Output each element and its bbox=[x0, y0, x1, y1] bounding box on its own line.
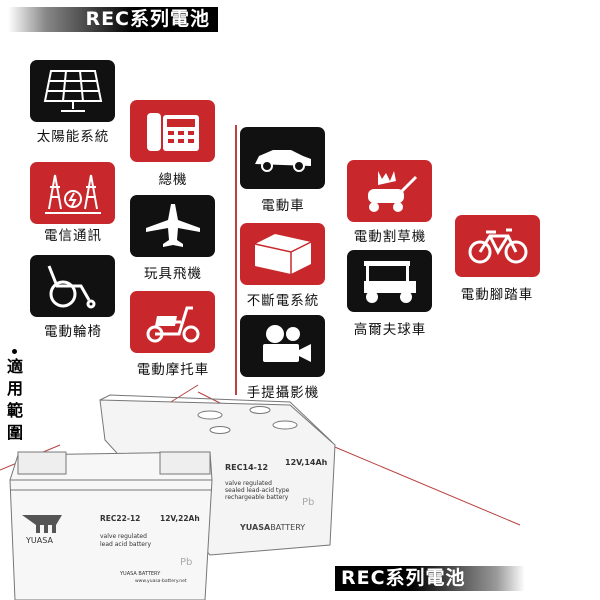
back-model: REC14-12 bbox=[225, 463, 268, 472]
front-footer: YUASA BATTERY bbox=[119, 571, 161, 577]
label-toy-plane: 玩具飛機 bbox=[144, 266, 202, 282]
ups-icon bbox=[240, 223, 325, 285]
lawn-mower-icon bbox=[347, 160, 432, 222]
front-rating: 12V,22Ah bbox=[160, 514, 200, 523]
video-camera-icon bbox=[240, 315, 325, 377]
wheelchair-icon bbox=[30, 255, 115, 317]
airplane-icon bbox=[130, 195, 215, 257]
car-icon bbox=[240, 127, 325, 189]
back-desc1: valve regulated bbox=[225, 480, 272, 487]
front-pb: Pb bbox=[180, 557, 192, 568]
label-solar: 太陽能系統 bbox=[36, 129, 110, 145]
front-brand: YUASA bbox=[25, 536, 53, 545]
label-electric-car: 電動車 bbox=[261, 198, 305, 214]
top-banner: REC系列電池 bbox=[8, 7, 218, 32]
back-footer-bold: YUASA bbox=[239, 523, 271, 532]
bullet-dot bbox=[12, 349, 17, 354]
label-golf-cart: 高爾夫球車 bbox=[353, 322, 427, 338]
telecom-tower-icon bbox=[30, 162, 115, 224]
side-char: 適 bbox=[6, 357, 23, 376]
label-switchboard: 總機 bbox=[158, 172, 188, 188]
front-model: REC22-12 bbox=[100, 514, 140, 523]
label-lawn-mower: 電動割草機 bbox=[353, 229, 427, 245]
label-scooter: 電動摩托車 bbox=[136, 362, 210, 378]
front-site: www.yuasa-battery.net bbox=[135, 578, 187, 584]
solar-panel-icon bbox=[30, 60, 115, 122]
label-ups: 不斷電系統 bbox=[246, 293, 320, 309]
back-rating: 12V,14Ah bbox=[285, 458, 328, 467]
label-e-bike: 電動腳踏車 bbox=[460, 287, 534, 303]
label-wheelchair: 電動輪椅 bbox=[44, 324, 102, 340]
side-char: 圍 bbox=[6, 423, 23, 442]
divider-line bbox=[235, 125, 237, 395]
bottom-banner: REC系列電池 bbox=[335, 566, 525, 591]
side-char: 範 bbox=[6, 401, 23, 420]
golf-cart-icon bbox=[347, 250, 432, 312]
back-desc3: rechargeable battery bbox=[225, 494, 289, 501]
side-char: 用 bbox=[6, 379, 23, 398]
back-footer: YUASABATTERY bbox=[239, 523, 305, 532]
front-desc1: valve regulated bbox=[100, 533, 147, 540]
front-desc2: lead acid battery bbox=[100, 541, 151, 548]
scooter-icon bbox=[130, 291, 215, 353]
back-footer-light: BATTERY bbox=[270, 523, 305, 532]
scope-vertical-label: 適 用 範 圍 bbox=[6, 356, 24, 444]
back-pb: Pb bbox=[302, 497, 314, 508]
label-telecom: 電信通訊 bbox=[44, 228, 102, 244]
telephone-icon bbox=[130, 100, 215, 162]
bicycle-icon bbox=[455, 215, 540, 277]
back-desc2: sealed lead-acid type bbox=[225, 487, 290, 494]
batteries-illustration: REC14-12 12V,14Ah valve regulated sealed… bbox=[0, 384, 521, 600]
label-camcorder: 手提攝影機 bbox=[246, 385, 320, 401]
